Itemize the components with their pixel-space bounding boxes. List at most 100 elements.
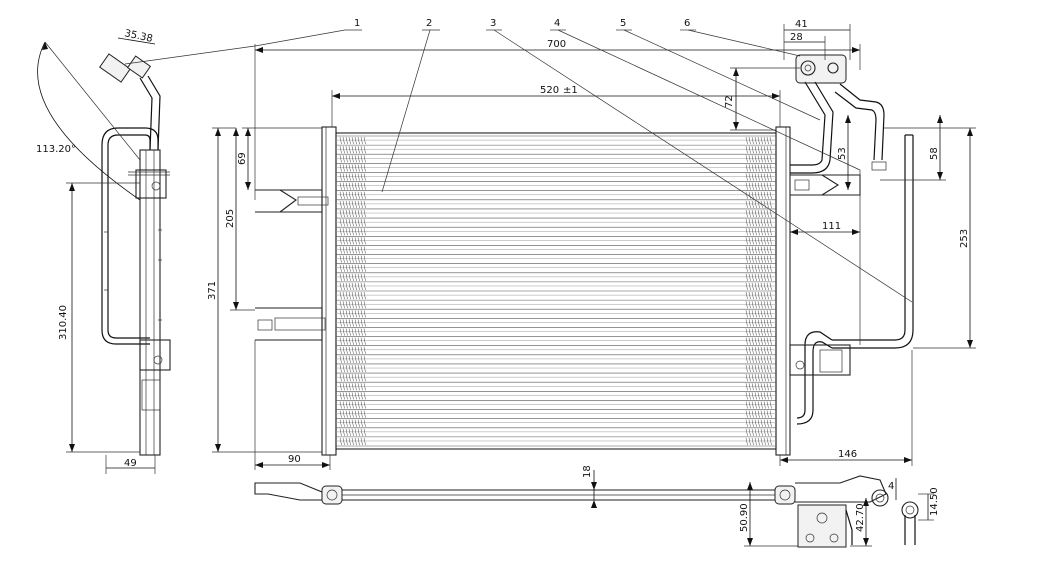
fin-mark	[342, 319, 345, 327]
fin-mark	[763, 191, 766, 199]
fin-mark	[363, 182, 366, 190]
fin-mark	[339, 328, 342, 336]
fin-mark	[360, 209, 363, 218]
fin-mark	[766, 355, 769, 363]
fin-mark	[751, 383, 754, 391]
fin-mark	[360, 146, 363, 154]
fin-mark	[769, 319, 772, 327]
fin-mark	[754, 301, 757, 309]
fin-mark	[351, 346, 354, 354]
fin-mark	[357, 410, 360, 418]
fin-mark	[342, 173, 345, 181]
fin-mark	[769, 346, 772, 354]
fin-mark	[763, 209, 766, 218]
dim-4-group: 4	[888, 478, 897, 500]
fin-mark	[357, 337, 360, 345]
fin-mark	[357, 437, 360, 446]
fin-mark	[339, 383, 342, 391]
fin-mark	[345, 410, 348, 418]
fin-mark	[748, 219, 751, 227]
fin-mark	[757, 164, 760, 172]
fin-mark	[351, 410, 354, 418]
fin-mark	[351, 264, 354, 272]
fin-mark	[766, 419, 769, 427]
fin-mark	[354, 255, 357, 263]
fin-mark	[363, 191, 366, 199]
fin-mark	[342, 273, 345, 281]
fin-mark	[751, 237, 754, 245]
fin-mark	[769, 355, 772, 363]
fin-mark	[357, 346, 360, 354]
fin-mark	[354, 146, 357, 154]
fin-mark	[345, 273, 348, 281]
fin-mark	[766, 401, 769, 409]
fin-mark	[760, 301, 763, 309]
fin-mark	[342, 364, 345, 373]
fin-mark	[351, 355, 354, 363]
fin-mark	[763, 228, 766, 236]
fin-mark	[757, 337, 760, 345]
fin-mark	[354, 401, 357, 409]
fin-mark	[348, 228, 351, 236]
fin-mark	[748, 428, 751, 436]
fin-mark	[748, 310, 751, 318]
fin-mark	[342, 282, 345, 291]
fin-mark	[357, 264, 360, 272]
fin-mark	[348, 346, 351, 354]
fin-mark	[760, 346, 763, 354]
fin-mark	[363, 337, 366, 345]
fin-mark	[363, 228, 366, 236]
fin-mark	[354, 173, 357, 181]
fin-mark	[760, 291, 763, 300]
fin-mark	[763, 173, 766, 181]
fin-mark	[769, 273, 772, 281]
fin-mark	[354, 374, 357, 382]
fin-mark	[763, 437, 766, 446]
fin-mark	[357, 136, 360, 145]
fin-mark	[351, 200, 354, 208]
fin-mark	[754, 273, 757, 281]
fin-mark	[745, 383, 748, 391]
fin-mark	[748, 374, 751, 382]
fin-mark	[354, 410, 357, 418]
fin-mark	[754, 355, 757, 363]
fin-mark	[754, 200, 757, 208]
fin-mark	[345, 374, 348, 382]
fin-mark	[769, 146, 772, 154]
fin-mark	[769, 392, 772, 400]
fin-mark	[339, 246, 342, 254]
fin-mark	[342, 136, 345, 145]
fin-mark	[348, 219, 351, 227]
fin-mark	[754, 419, 757, 427]
fin-mark	[748, 264, 751, 272]
fin-mark	[766, 136, 769, 145]
fin-mark	[348, 401, 351, 409]
fin-mark	[760, 209, 763, 218]
fin-mark	[766, 228, 769, 236]
side-view	[99, 53, 171, 456]
fin-mark	[745, 182, 748, 190]
fin-mark	[760, 155, 763, 163]
fin-mark	[348, 173, 351, 181]
fin-mark	[345, 383, 348, 391]
fin-mark	[345, 401, 348, 409]
fin-mark	[360, 246, 363, 254]
fin-mark	[345, 173, 348, 181]
fin-mark	[760, 282, 763, 291]
dim-253-group: 253	[884, 127, 976, 349]
fin-mark	[345, 191, 348, 199]
fin-mark	[339, 337, 342, 345]
fin-mark	[760, 337, 763, 345]
fin-mark	[754, 155, 757, 163]
dim-53-group: 53	[837, 115, 851, 190]
fin-mark	[342, 310, 345, 318]
dim-49: 49	[124, 458, 137, 469]
fin-mark	[339, 155, 342, 163]
fin-mark	[751, 310, 754, 318]
fin-mark	[345, 282, 348, 291]
dim-18: 18	[582, 465, 593, 478]
fin-mark	[769, 374, 772, 382]
fin-mark	[339, 419, 342, 427]
fin-mark	[351, 328, 354, 336]
fin-mark	[769, 383, 772, 391]
